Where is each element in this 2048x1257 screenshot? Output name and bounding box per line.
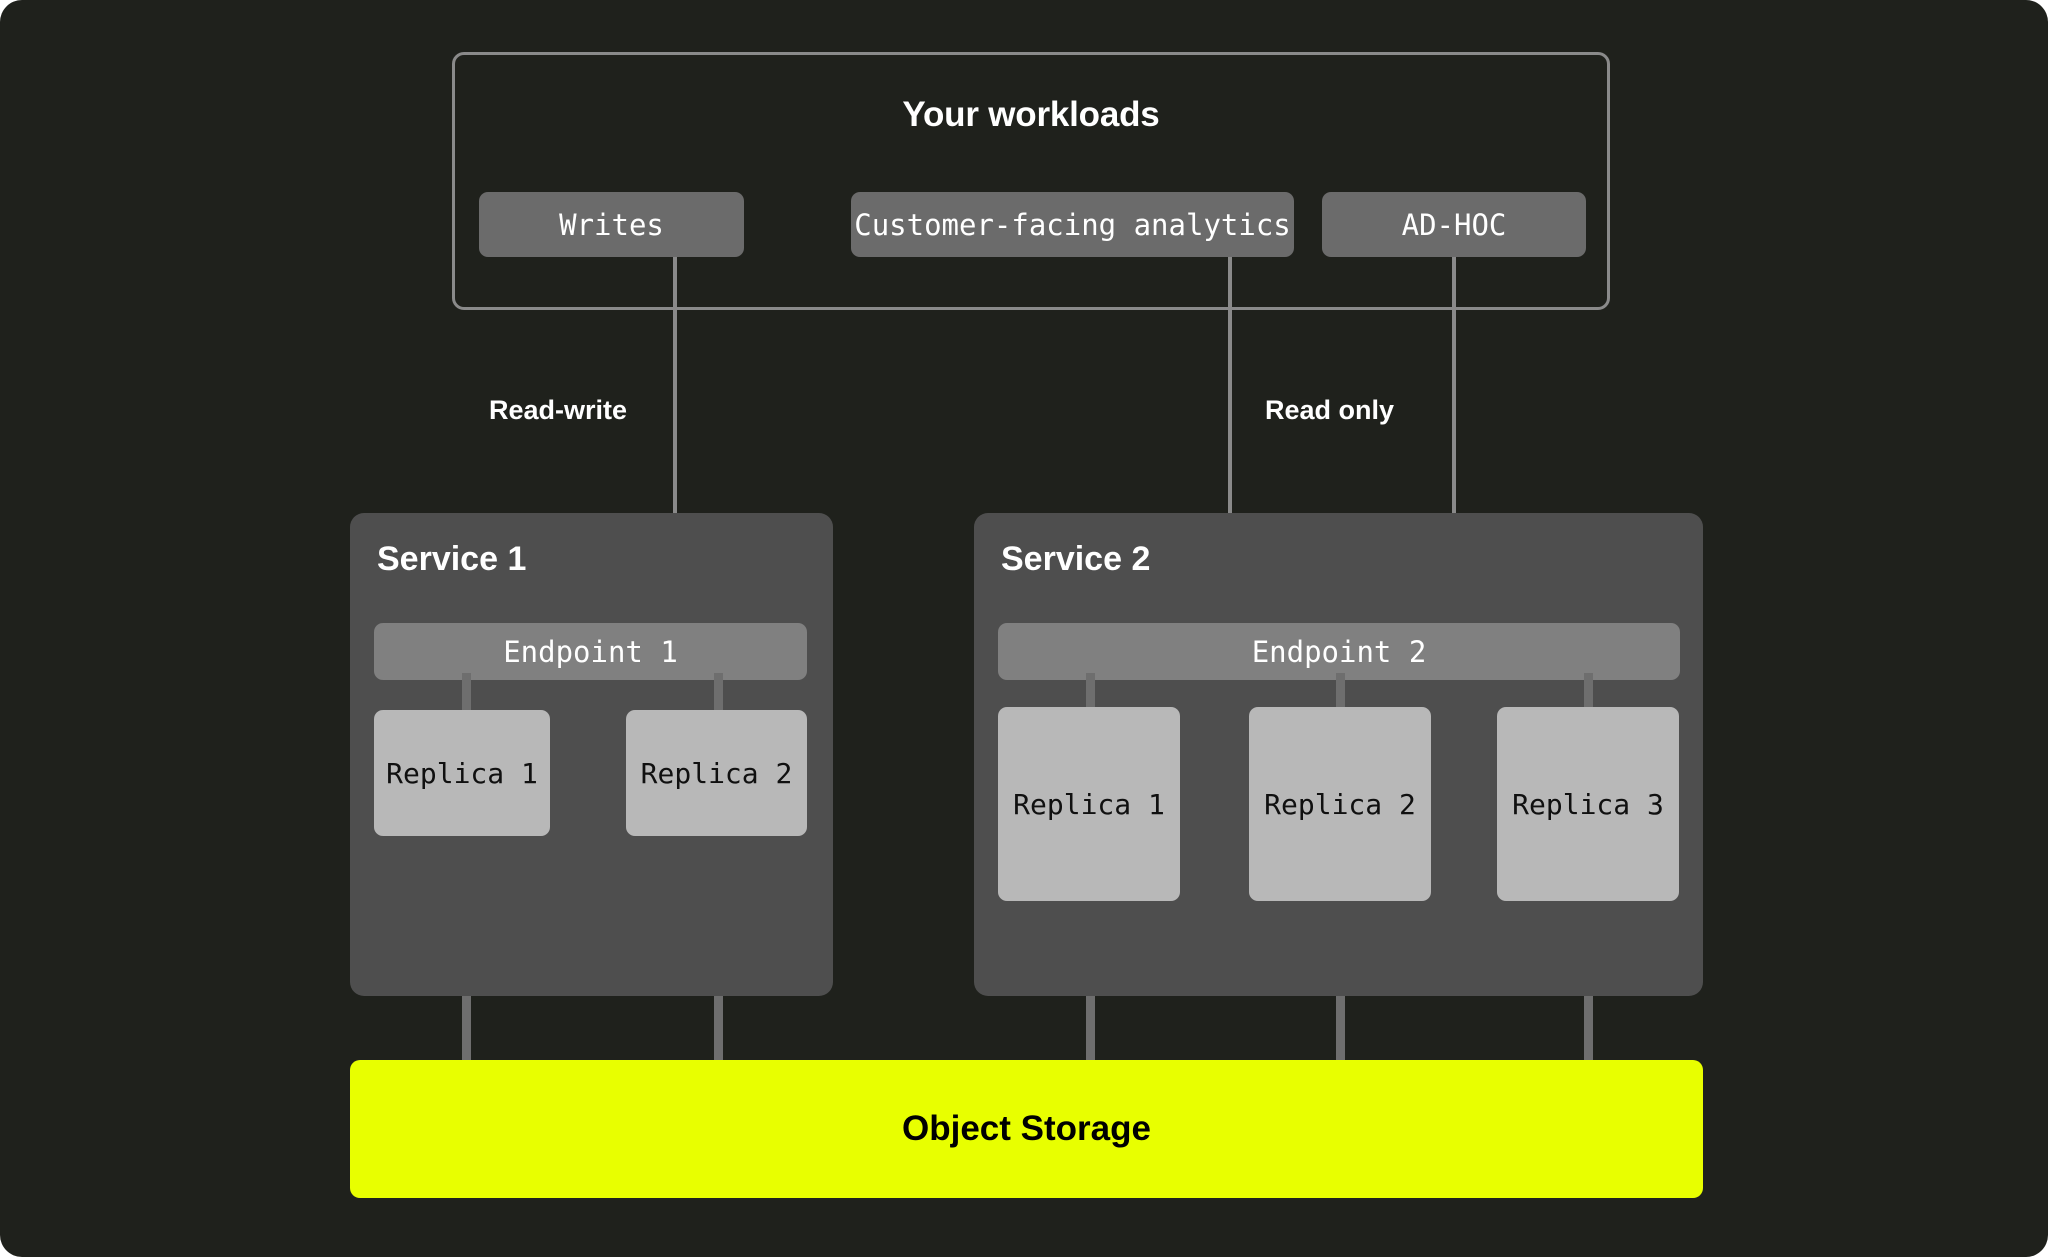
connector-analytics-to-service2 [1228, 257, 1232, 587]
workloads-title: Your workloads [902, 95, 1160, 134]
flow-label-read-write: Read-write [489, 395, 628, 425]
workloads-container: Your workloads [452, 52, 1610, 310]
service-1-replica-2[interactable]: Replica 2 [626, 710, 807, 836]
service-2-replica-1[interactable]: Replica 1 [998, 707, 1180, 901]
service-1-title: Service 1 [377, 540, 527, 578]
service-2-replica-3[interactable]: Replica 3 [1497, 707, 1679, 901]
connector-writes-to-service1 [673, 257, 677, 587]
workload-chip-ad-hoc[interactable]: AD-HOC [1322, 192, 1586, 257]
object-storage-bar[interactable]: Object Storage [350, 1060, 1703, 1198]
service-panel-1: Service 1 Endpoint 1 Replica 1 Replica 2 [350, 513, 833, 996]
service-1-replica-1[interactable]: Replica 1 [374, 710, 550, 836]
flow-label-read-only: Read only [1265, 395, 1395, 425]
workload-chip-writes[interactable]: Writes [479, 192, 744, 257]
service-2-replica-2[interactable]: Replica 2 [1249, 707, 1431, 901]
service-panel-2: Service 2 Endpoint 2 Replica 1 Replica 2… [974, 513, 1703, 996]
workload-chip-customer-facing-analytics[interactable]: Customer-facing analytics [851, 192, 1294, 257]
endpoint-1[interactable]: Endpoint 1 [374, 623, 807, 680]
service-2-title: Service 2 [1001, 540, 1151, 578]
endpoint-2[interactable]: Endpoint 2 [998, 623, 1680, 680]
connector-adhoc-to-service2 [1452, 257, 1456, 587]
